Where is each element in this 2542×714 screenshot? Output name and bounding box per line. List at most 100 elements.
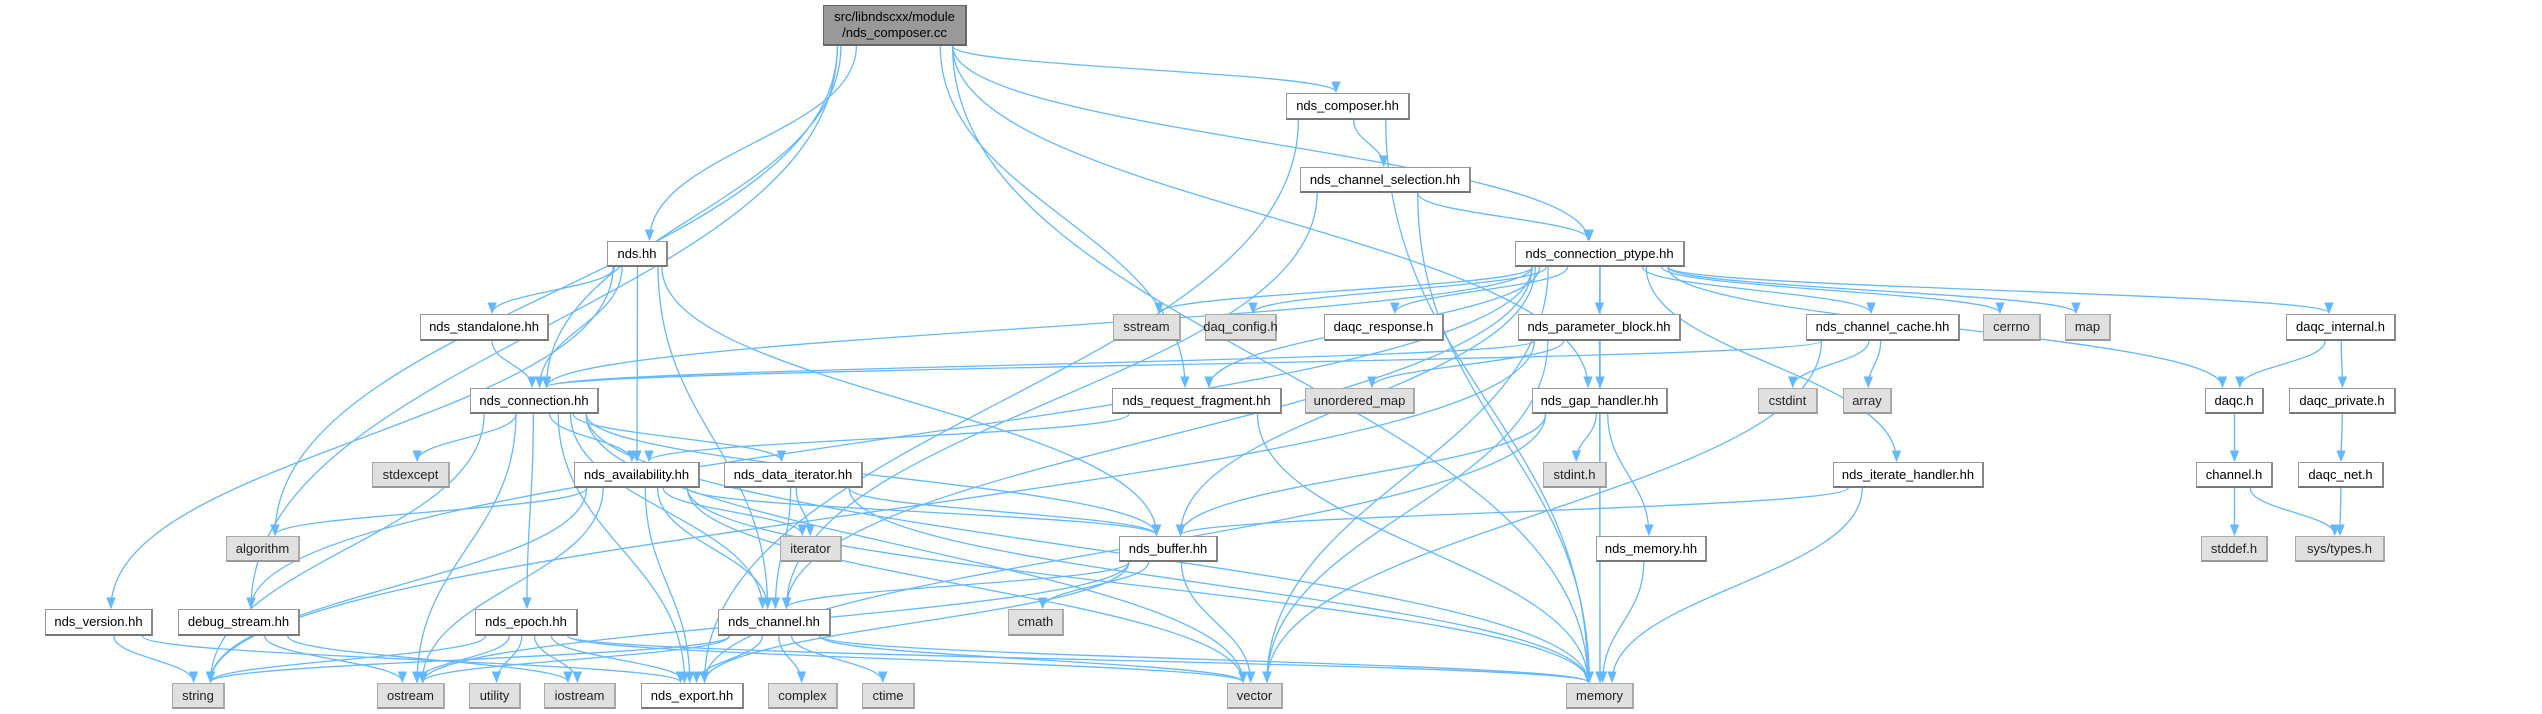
graph-node-ctime: ctime: [862, 683, 915, 709]
edge-debugstream-to-iostream: [287, 635, 573, 684]
edge-channel-to-ctime: [790, 635, 888, 684]
graph-node-daqcpriv[interactable]: daqc_private.h: [2289, 388, 2396, 414]
graph-node-iterator: iterator: [780, 536, 842, 562]
edge-iterhandler-to-memory: [1607, 487, 1863, 684]
edge-dataiter-to-buffer: [848, 487, 1162, 537]
edge-buffer-to-export: [699, 561, 1130, 684]
edge-dataiter-to-iterator: [795, 487, 815, 537]
graph-node-stdint: stdint.h: [1543, 462, 1607, 488]
graph-node-complex: complex: [768, 683, 838, 709]
graph-node-composer[interactable]: nds_composer.hh: [1286, 93, 1410, 120]
graph-node-daqconfig: daq_config.h: [1203, 314, 1278, 341]
graph-node-iterhandler[interactable]: nds_iterate_handler.hh: [1833, 462, 1984, 488]
edge-paramblock-to-connection: [542, 340, 1535, 389]
edge-ndshh-to-connection: [534, 266, 623, 389]
edge-version-to-export: [141, 635, 685, 684]
graph-node-export[interactable]: nds_export.hh: [641, 683, 744, 709]
graph-node-map: map: [2065, 314, 2111, 341]
graph-node-cmath: cmath: [1008, 609, 1064, 636]
edge-root-to-ndshh: [644, 45, 858, 242]
edge-buffer-to-cmath: [1038, 561, 1150, 610]
graph-node-dataiter[interactable]: nds_data_iterator.hh: [724, 462, 863, 488]
graph-node-channelh[interactable]: channel.h: [2196, 462, 2273, 488]
graph-node-array: array: [1843, 388, 1892, 414]
graph-node-version[interactable]: nds_version.hh: [45, 609, 153, 636]
edge-channel-to-ostream: [418, 635, 730, 684]
edge-epoch-to-export: [550, 635, 689, 684]
graph-node-gap[interactable]: nds_gap_handler.hh: [1532, 388, 1668, 414]
edge-ptype-to-connection: [542, 266, 1533, 389]
graph-node-stdexcept: stdexcept: [372, 462, 450, 488]
graph-node-standalone[interactable]: nds_standalone.hh: [420, 314, 549, 341]
edge-ptype-to-iterhandler: [1645, 266, 1902, 463]
graph-node-ndsmemory[interactable]: nds_memory.hh: [1596, 536, 1707, 562]
edge-standalone-to-connection: [491, 340, 537, 389]
edge-gap-to-ndsmemory: [1607, 413, 1654, 537]
edge-avail-to-channel: [656, 487, 773, 610]
edge-epoch-to-memory: [567, 635, 1593, 684]
edge-channel-to-memory: [819, 635, 1593, 684]
edge-root-to-ptype: [951, 45, 1593, 242]
graph-node-chsel[interactable]: nds_channel_selection.hh: [1300, 167, 1471, 193]
graph-node-daqcnet[interactable]: daqc_net.h: [2298, 462, 2384, 488]
edge-composer-to-export: [699, 119, 1300, 684]
graph-node-iostream: iostream: [544, 683, 616, 709]
edge-connection-to-dataiter: [572, 413, 787, 463]
edge-ndshh-to-standalone: [487, 266, 616, 315]
edge-epoch-to-iostream: [533, 635, 582, 684]
graph-node-channel[interactable]: nds_channel.hh: [718, 609, 831, 636]
edge-connection-to-export: [557, 413, 690, 684]
graph-node-cerrno: cerrno: [1983, 314, 2041, 341]
graph-node-ndshh[interactable]: nds.hh: [607, 241, 668, 267]
edge-connection-to-string: [205, 413, 485, 684]
edge-reqfrag-to-avail: [644, 413, 1130, 463]
edge-daqcinternal-to-daqcpriv: [2337, 340, 2348, 389]
edge-version-to-string: [113, 635, 199, 684]
edge-avail-to-algorithm: [270, 487, 588, 537]
edge-ptype-to-chcache: [1641, 266, 1876, 315]
edge-daqcnet-to-systypes: [2335, 487, 2345, 537]
edge-avail-to-iterator: [662, 487, 807, 537]
graph-node-daqcresp[interactable]: daqc_response.h: [1324, 314, 1444, 341]
edge-connection-to-epoch: [522, 413, 534, 610]
edge-epoch-to-utility: [491, 635, 523, 684]
edge-channel-to-string: [206, 635, 730, 684]
graph-node-ptype[interactable]: nds_connection_ptype.hh: [1515, 241, 1685, 267]
graph-node-debugstream[interactable]: debug_stream.hh: [178, 609, 300, 636]
edge-epoch-to-string: [205, 635, 486, 684]
edge-dataiter-to-memory: [848, 487, 1593, 684]
edge-debugstream-to-ostream: [264, 635, 408, 684]
edge-channel-to-export: [691, 635, 763, 684]
edge-ptype-to-sstream: [1154, 266, 1533, 315]
graph-node-daqch[interactable]: daqc.h: [2205, 388, 2264, 414]
edge-root-to-composer: [951, 45, 1341, 94]
edge-chcache-to-cstdint: [1788, 340, 1870, 389]
edge-chsel-to-ptype: [1417, 192, 1594, 242]
edge-gap-to-stdint: [1571, 413, 1597, 463]
graph-node-cstdint: cstdint: [1758, 388, 1818, 414]
graph-node-string: string: [172, 683, 225, 709]
graph-node-paramblock[interactable]: nds_parameter_block.hh: [1518, 314, 1681, 341]
edge-paramblock-to-umap: [1367, 340, 1565, 389]
edge-avail-to-buffer: [686, 487, 1161, 537]
graph-node-reqfrag[interactable]: nds_request_fragment.hh: [1112, 388, 1282, 414]
edge-channel-to-complex: [778, 635, 807, 684]
graph-node-daqcinternal[interactable]: daqc_internal.h: [2286, 314, 2396, 341]
edge-daqcinternal-to-daqch: [2235, 340, 2326, 389]
graph-node-avail[interactable]: nds_availability.hh: [574, 462, 700, 488]
graph-node-chcache[interactable]: nds_channel_cache.hh: [1806, 314, 1960, 341]
edge-connection-to-avail: [549, 413, 637, 463]
edge-channel-to-vector: [819, 635, 1248, 684]
edge-ndsmemory-to-memory: [1597, 561, 1645, 684]
edge-connection-to-memory: [585, 413, 1593, 684]
edge-connection-to-vector: [585, 413, 1248, 684]
edge-chsel-to-channel: [781, 192, 1318, 610]
edge-gap-to-buffer: [1175, 413, 1547, 537]
graph-node-connection[interactable]: nds_connection.hh: [470, 388, 599, 414]
graph-node-root[interactable]: src/libndscxx/module /nds_composer.cc: [823, 5, 967, 46]
edge-root-to-memory: [951, 45, 1593, 684]
graph-node-epoch[interactable]: nds_epoch.hh: [475, 609, 578, 636]
graph-node-utility: utility: [469, 683, 521, 709]
graph-node-buffer[interactable]: nds_buffer.hh: [1119, 536, 1218, 562]
